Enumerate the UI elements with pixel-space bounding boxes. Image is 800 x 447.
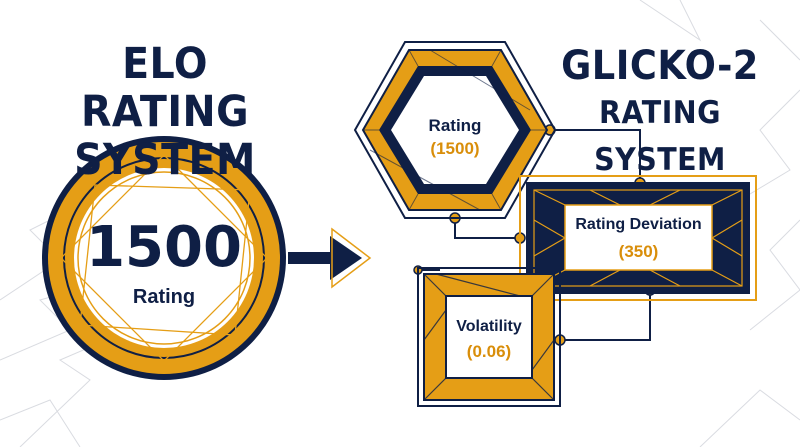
rating-hexagon	[353, 41, 557, 219]
elo-rating-circle	[42, 136, 286, 380]
volatility-square	[417, 267, 561, 407]
glicko-title: GLICKO-2 RATING SYSTEM	[550, 44, 771, 182]
elo-title-line2: SYSTEM	[74, 135, 256, 185]
elo-rating-label: Rating	[132, 286, 196, 308]
arrow-right-icon	[288, 227, 372, 289]
glicko-title-line2: RATING SYSTEM	[594, 95, 726, 178]
elo-rating-value: 1500	[86, 215, 242, 280]
volatility-label: Volatility	[456, 318, 522, 335]
rating-label: Rating	[428, 116, 482, 135]
rating-deviation-label: Rating Deviation	[575, 216, 702, 233]
rating-deviation-value: (350)	[618, 242, 659, 261]
glicko-title-line1: GLICKO-2	[561, 43, 759, 89]
rating-deviation-box	[519, 175, 757, 301]
volatility-value: (0.06)	[466, 342, 512, 361]
connector-lines	[417, 129, 651, 341]
elo-title: ELO RATING SYSTEM	[41, 40, 289, 184]
elo-title-line1: ELO RATING	[80, 39, 250, 137]
rating-value: (1500)	[430, 139, 480, 158]
